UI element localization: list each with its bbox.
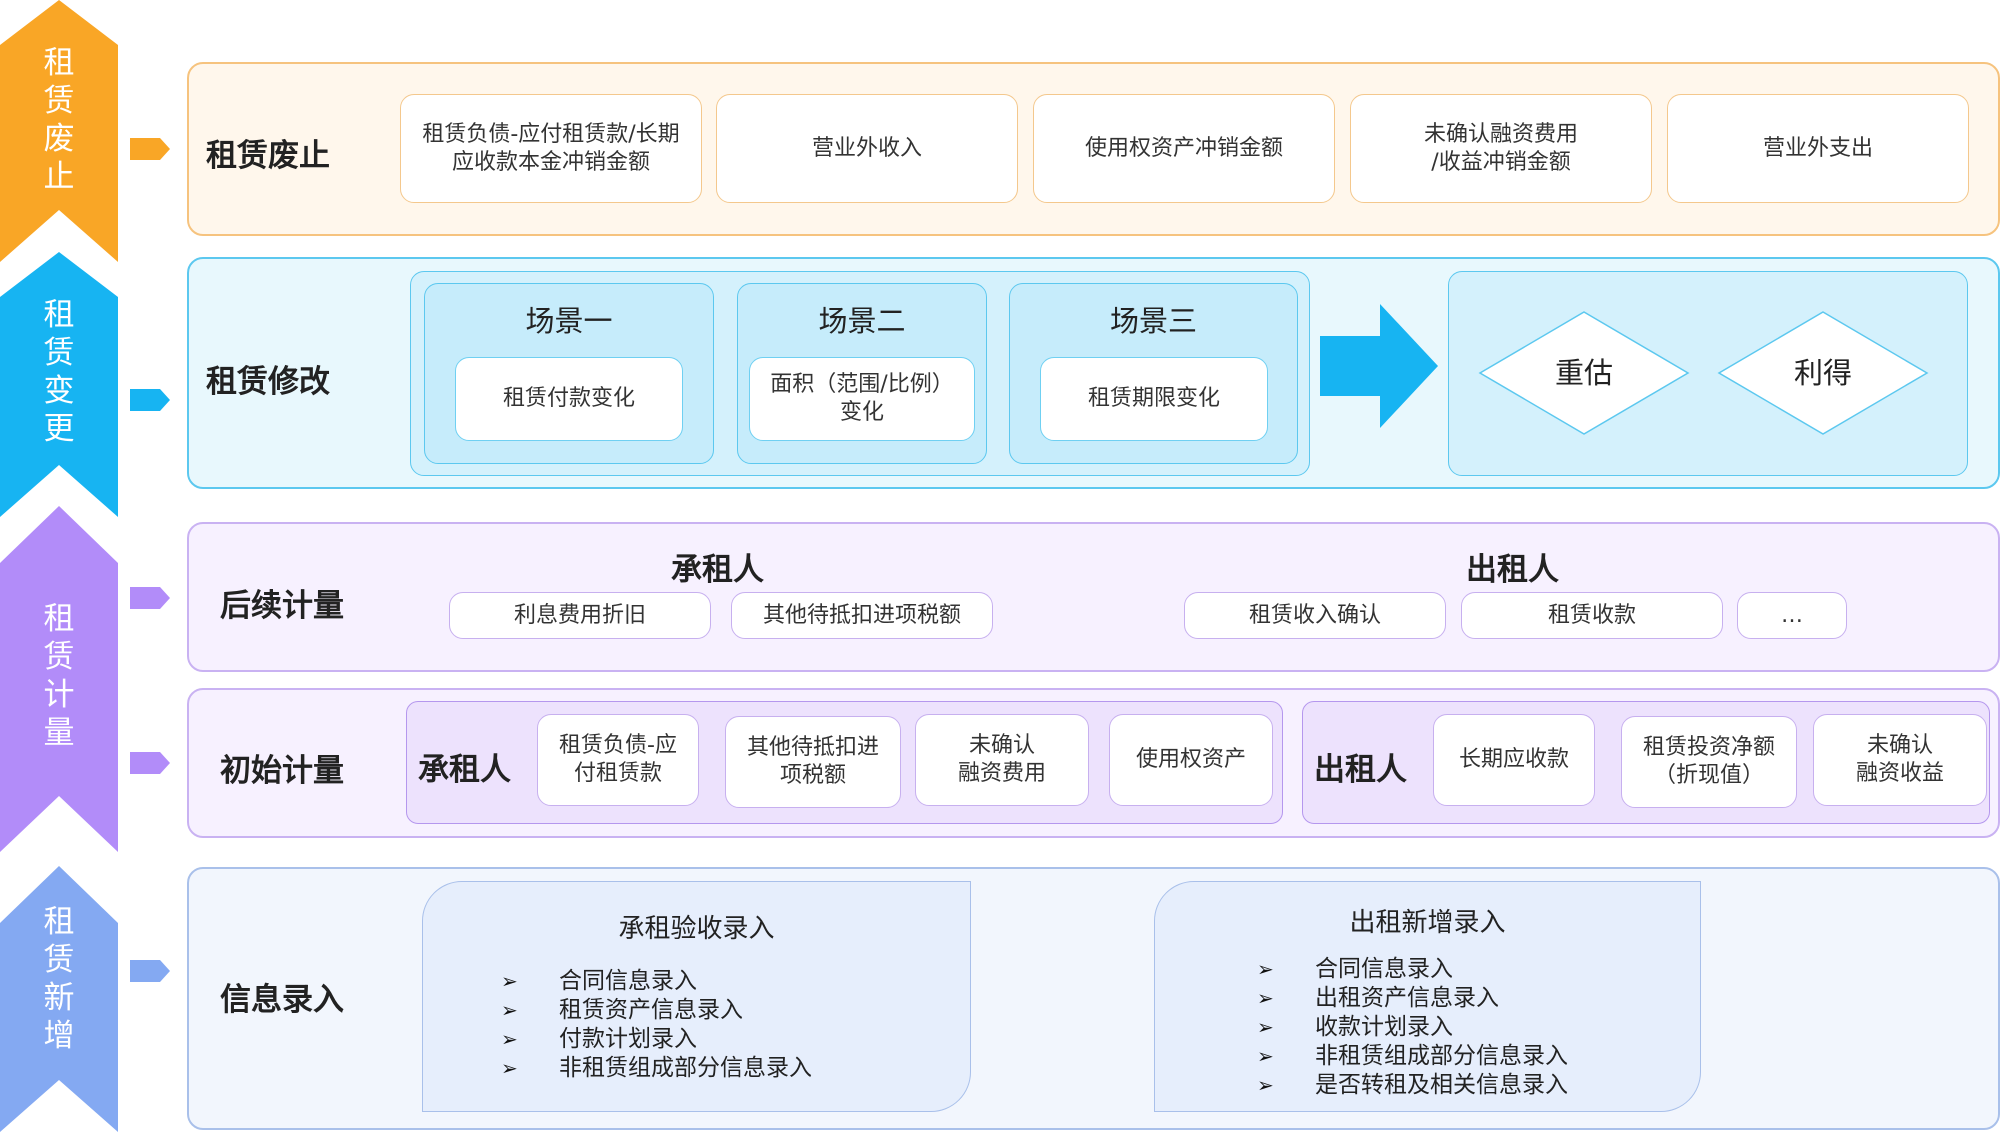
arrow-bullet-icon: ➢: [1257, 986, 1274, 1010]
result-label: 利得: [1794, 356, 1852, 390]
stage-label-char: 租: [43, 45, 75, 81]
result-diamond: 利得: [1717, 311, 1929, 435]
lessee-heading: 承租人: [671, 552, 764, 588]
stage-label-char: 赁: [43, 83, 75, 119]
stage-label-char: 租: [43, 904, 75, 940]
termination-item: 租赁负债-应付租赁款/长期 应收款本金冲销金额: [400, 94, 702, 203]
scenario-title: 场景三: [1109, 304, 1197, 338]
stage-label-char: 租: [43, 297, 75, 333]
arrow-bullet-icon: ➢: [501, 969, 518, 993]
stage-label-char: 增: [43, 1018, 75, 1054]
stage-label-char: 止: [43, 159, 75, 195]
stage-banner-measurement: [0, 506, 118, 852]
termination-title: 租赁废止: [206, 138, 330, 174]
stage-label-char: 计: [43, 677, 75, 713]
initial-lessee-heading: 承租人: [418, 752, 511, 788]
pointer-arrow-icon: [130, 960, 170, 982]
scenario-item: 租赁期限变化: [1040, 357, 1268, 441]
initial-lessee-item: 租赁负债-应 付租赁款: [537, 714, 699, 806]
scenario-title: 场景一: [525, 304, 613, 338]
list-item-label: 租赁资产信息录入: [559, 997, 743, 1023]
lessee-entry-title: 承租验收录入: [618, 914, 775, 944]
initial-lessor-item: 未确认 融资收益: [1813, 714, 1987, 806]
result-diamond: 重估: [1478, 311, 1690, 435]
list-item: ➢ 出租资产信息录入: [1257, 984, 1568, 1013]
subsequent-lessee-item: 其他待抵扣进项税额: [731, 592, 993, 639]
list-item-label: 收款计划录入: [1315, 1014, 1453, 1040]
pointer-arrow-icon: [130, 138, 170, 160]
initial-lessee-item: 其他待抵扣进 项税额: [725, 716, 901, 808]
initial-title: 初始计量: [220, 753, 344, 789]
subsequent-lessor-item: 租赁收款: [1461, 592, 1723, 639]
list-item-label: 非租赁组成部分信息录入: [559, 1055, 812, 1081]
initial-lessee-item: 使用权资产: [1109, 714, 1273, 806]
pointer-arrow-icon: [130, 587, 170, 609]
list-item: ➢ 合同信息录入: [501, 967, 812, 996]
list-item-label: 出租资产信息录入: [1315, 985, 1499, 1011]
pointer-arrow-icon: [130, 389, 170, 411]
list-item: ➢ 租赁资产信息录入: [501, 996, 812, 1025]
subsequent-lessee-item: 利息费用折旧: [449, 592, 711, 639]
scenario-title: 场景二: [818, 304, 906, 338]
stage-label-char: 变: [43, 373, 75, 409]
lessee-entry-card: 承租验收录入 ➢ 合同信息录入 ➢ 租赁资产信息录入 ➢ 付款计划录入 ➢ 非租赁组成部…: [422, 881, 971, 1112]
list-item: ➢ 收款计划录入: [1257, 1013, 1568, 1042]
list-item-label: 合同信息录入: [559, 968, 697, 994]
list-item: ➢ 是否转租及相关信息录入: [1257, 1071, 1568, 1100]
subsequent-title: 后续计量: [220, 588, 344, 624]
arrow-bullet-icon: ➢: [1257, 957, 1274, 981]
stage-label-measurement: 租 赁 计 量: [0, 600, 118, 752]
stage-banner-termination: [0, 0, 118, 262]
initial-lessee-item: 未确认 融资费用: [915, 714, 1089, 806]
termination-item: 营业外支出: [1667, 94, 1969, 203]
list-item: ➢ 合同信息录入: [1257, 955, 1568, 984]
list-item: ➢ 非租赁组成部分信息录入: [1257, 1042, 1568, 1071]
lessor-entry-list: ➢ 合同信息录入 ➢ 出租资产信息录入 ➢ 收款计划录入 ➢ 非租赁组成部分信息录入 ➢…: [1257, 955, 1568, 1100]
initial-lessor-item: 长期应收款: [1433, 714, 1595, 806]
lessor-entry-card: 出租新增录入 ➢ 合同信息录入 ➢ 出租资产信息录入 ➢ 收款计划录入 ➢ 非租赁组成部…: [1154, 881, 1701, 1112]
termination-item: 使用权资产冲销金额: [1033, 94, 1335, 203]
info-entry-title: 信息录入: [220, 982, 344, 1018]
pointer-arrow-icon: [130, 752, 170, 774]
subsequent-lessor-item: …: [1737, 592, 1847, 639]
stage-label-change: 租 赁 变 更: [0, 296, 118, 448]
arrow-bullet-icon: ➢: [501, 1027, 518, 1051]
initial-lessor-item: 租赁投资净额 （折现值）: [1621, 716, 1797, 808]
stage-label-char: 量: [43, 715, 75, 751]
stage-label-char: 更: [43, 411, 75, 447]
termination-item: 未确认融资费用 /收益冲销金额: [1350, 94, 1652, 203]
list-item-label: 是否转租及相关信息录入: [1315, 1072, 1568, 1098]
list-item: ➢ 付款计划录入: [501, 1025, 812, 1054]
arrow-bullet-icon: ➢: [501, 998, 518, 1022]
list-item-label: 非租赁组成部分信息录入: [1315, 1043, 1568, 1069]
list-item-label: 付款计划录入: [559, 1026, 697, 1052]
modification-title: 租赁修改: [206, 364, 330, 400]
lessor-heading: 出租人: [1466, 552, 1559, 588]
list-item: ➢ 非租赁组成部分信息录入: [501, 1054, 812, 1083]
stage-label-char: 租: [43, 601, 75, 637]
termination-item: 营业外收入: [716, 94, 1018, 203]
lessee-entry-list: ➢ 合同信息录入 ➢ 租赁资产信息录入 ➢ 付款计划录入 ➢ 非租赁组成部分信息录入: [501, 967, 812, 1083]
stage-label-char: 赁: [43, 942, 75, 978]
result-label: 重估: [1555, 356, 1613, 390]
arrow-bullet-icon: ➢: [1257, 1073, 1274, 1097]
stage-label-char: 废: [43, 121, 75, 157]
list-item-label: 合同信息录入: [1315, 956, 1453, 982]
subsequent-lessor-item: 租赁收入确认: [1184, 592, 1446, 639]
initial-lessor-heading: 出租人: [1314, 752, 1407, 788]
stage-label-termination: 租 赁 废 止: [0, 44, 118, 196]
stage-banner-addition: [0, 866, 118, 1132]
lessor-entry-title: 出租新增录入: [1349, 908, 1506, 938]
stage-label-char: 赁: [43, 639, 75, 675]
stage-banner-change: [0, 252, 118, 517]
flow-arrow-icon: [1320, 304, 1438, 428]
arrow-bullet-icon: ➢: [501, 1056, 518, 1080]
arrow-bullet-icon: ➢: [1257, 1044, 1274, 1068]
stage-label-char: 新: [43, 980, 75, 1016]
stage-label-addition: 租 赁 新 增: [0, 903, 118, 1055]
scenario-item: 租赁付款变化: [455, 357, 683, 441]
scenario-item: 面积（范围/比例） 变化: [749, 357, 975, 441]
stage-label-char: 赁: [43, 335, 75, 371]
arrow-bullet-icon: ➢: [1257, 1015, 1274, 1039]
